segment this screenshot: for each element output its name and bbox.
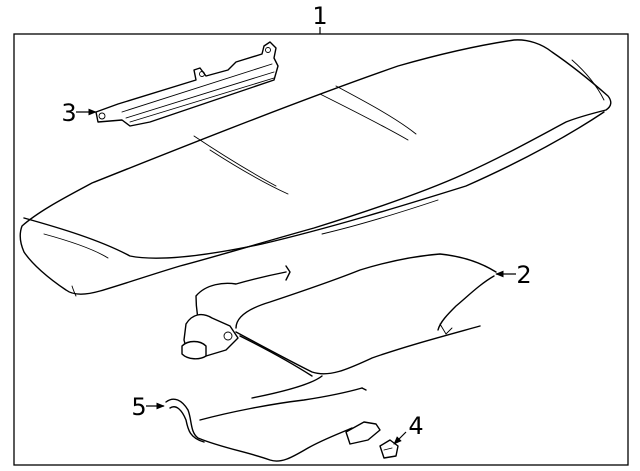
diagram-frame xyxy=(13,33,629,466)
callout-4: 4 xyxy=(393,412,424,445)
callout-5-label: 5 xyxy=(131,393,146,421)
callout-2: 2 xyxy=(495,261,532,289)
callout-3: 3 xyxy=(61,99,97,127)
callout-5: 5 xyxy=(131,393,165,421)
hose xyxy=(165,387,381,462)
callout-1: 1 xyxy=(312,2,327,30)
callout-4-label: 4 xyxy=(408,412,423,440)
spoiler-assembly xyxy=(19,39,612,297)
callout-3-label: 3 xyxy=(61,99,76,127)
stop-lamp xyxy=(95,41,279,127)
washer-hose xyxy=(181,253,497,399)
callout-4-arrow xyxy=(393,431,407,445)
callout-2-label: 2 xyxy=(516,261,531,289)
callout-1-label: 1 xyxy=(312,2,327,30)
